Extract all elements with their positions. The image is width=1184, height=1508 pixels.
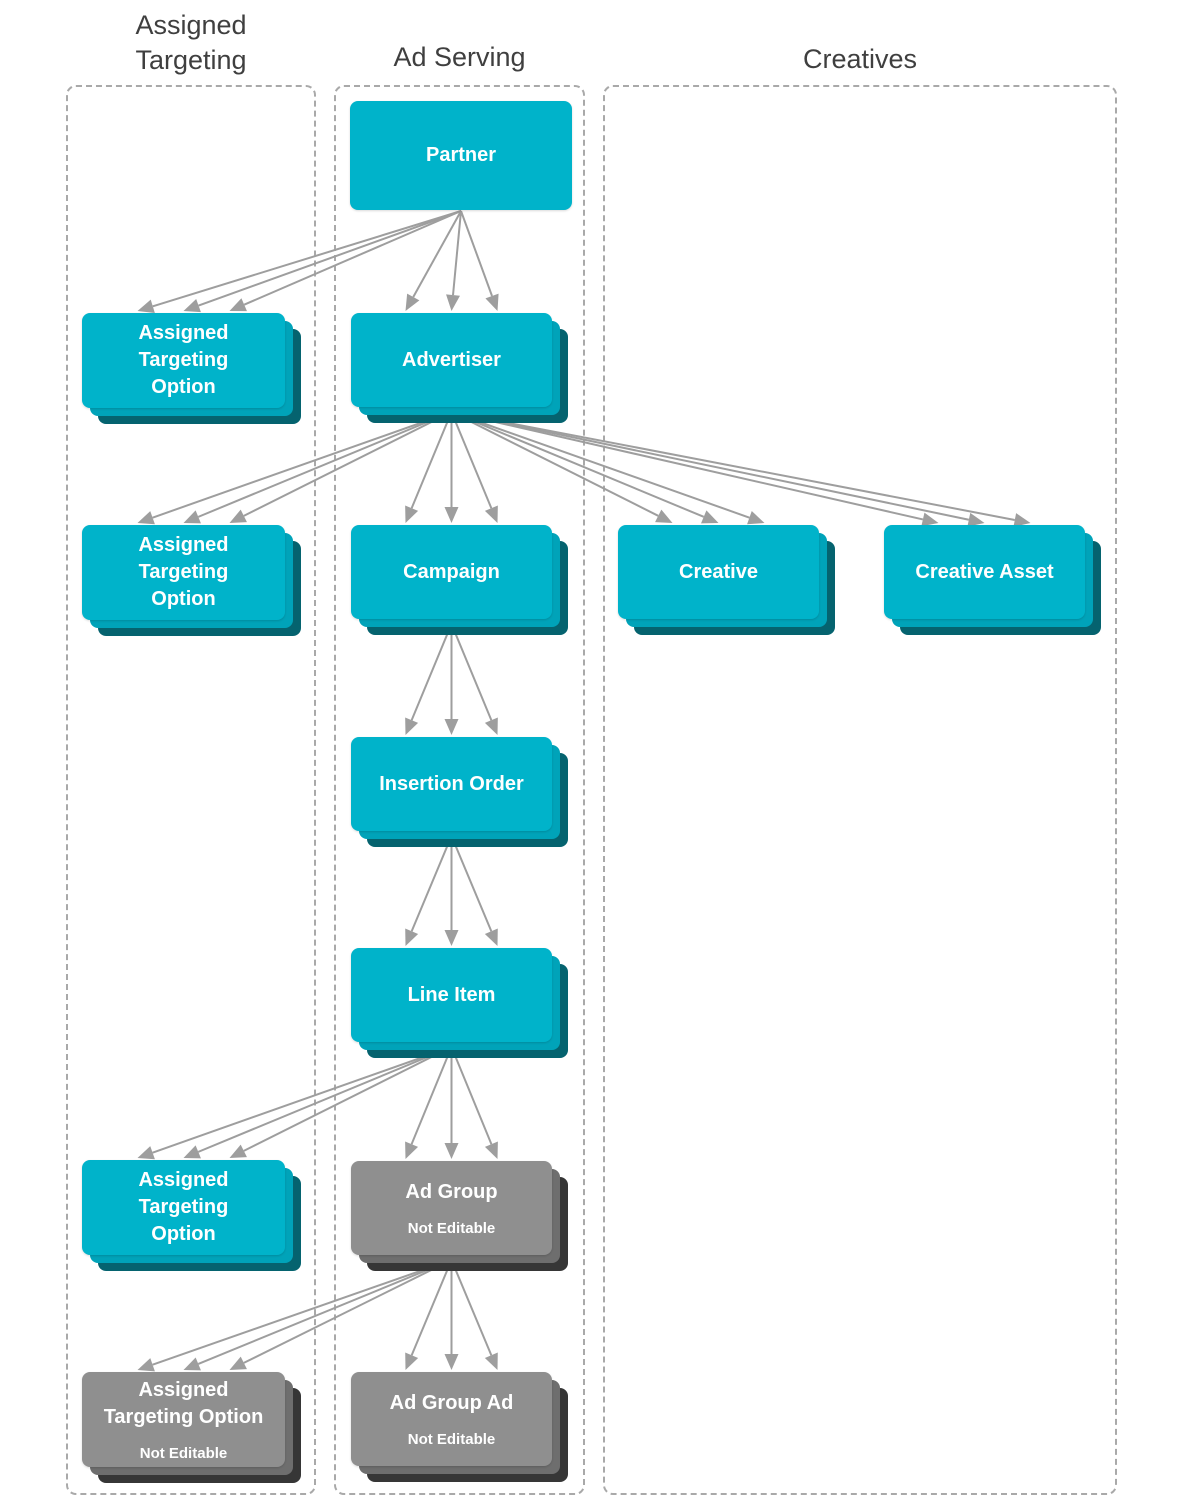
edge-line	[450, 623, 493, 721]
edge-arrowhead	[183, 510, 201, 524]
edge-arrowhead	[484, 928, 498, 946]
column-title-assigned-targeting: Assigned Targeting	[135, 10, 247, 75]
edge-line	[451, 411, 924, 521]
edge-line	[243, 1259, 452, 1364]
edge-line	[197, 1046, 452, 1153]
edge-line	[152, 1046, 452, 1154]
edge-arrowhead	[405, 1352, 419, 1370]
edge-arrowhead	[229, 1356, 247, 1370]
edge-arrowhead	[405, 928, 419, 946]
column-creatives	[603, 85, 1117, 1495]
column-ad-serving	[334, 85, 585, 1495]
edge-arrowhead	[484, 1352, 498, 1370]
edge-line	[460, 210, 493, 297]
edge-line	[450, 835, 493, 932]
edge-line	[410, 1046, 453, 1145]
edge-arrowhead	[183, 298, 201, 313]
edge-arrowhead	[405, 717, 419, 735]
edge-arrowhead	[701, 510, 719, 524]
edge-arrowhead	[444, 930, 459, 946]
edge-arrowhead	[137, 1358, 155, 1372]
edge-line	[450, 1046, 493, 1145]
edge-arrowhead	[405, 1141, 419, 1159]
edge-line	[450, 411, 493, 509]
edge-arrowhead	[229, 298, 247, 312]
edge-line	[451, 411, 659, 517]
edge-arrowhead	[137, 299, 155, 313]
edge-line	[412, 210, 462, 298]
edge-line	[152, 1259, 452, 1366]
edge-line	[410, 835, 453, 932]
edge-arrowhead	[485, 293, 499, 311]
edge-line	[152, 411, 452, 519]
edge-line	[152, 210, 462, 308]
edge-arrowhead	[405, 505, 419, 523]
edge-arrowhead	[747, 511, 765, 525]
edge-line	[451, 411, 970, 521]
edge-line	[451, 411, 1015, 521]
edge-arrowhead	[137, 511, 155, 525]
edge-line	[243, 411, 452, 517]
edge-arrowhead	[137, 1146, 155, 1160]
edge-arrowhead	[183, 1145, 201, 1159]
edge-arrowhead	[655, 509, 673, 523]
edge-line	[197, 411, 452, 518]
edge-arrowhead	[229, 1144, 247, 1158]
edge-line	[197, 1259, 452, 1365]
edge-arrowhead	[484, 717, 498, 735]
edge-line	[410, 411, 453, 509]
edge-line	[198, 210, 462, 307]
edge-arrowhead	[444, 1143, 459, 1159]
edge-arrowhead	[405, 293, 420, 311]
edge-line	[410, 1259, 453, 1356]
edge-line	[451, 411, 750, 519]
edge-arrowhead	[444, 1354, 459, 1370]
edge-line	[243, 1046, 452, 1152]
column-title-creatives: Creatives	[802, 44, 918, 74]
edge-arrowhead	[229, 509, 247, 523]
edge-arrowhead	[444, 507, 459, 523]
edge-line	[452, 210, 462, 296]
edge-arrowhead	[444, 719, 459, 735]
edge-line	[450, 1259, 493, 1356]
edge-arrowhead	[921, 512, 939, 527]
edge-arrowhead	[183, 1357, 201, 1371]
edge-line	[451, 411, 705, 518]
edge-line	[243, 210, 462, 306]
edge-arrowhead	[967, 512, 985, 527]
edge-arrowhead	[1013, 513, 1031, 527]
edge-arrowhead	[446, 294, 460, 311]
edge-arrowhead	[484, 505, 498, 523]
column-title-ad-serving: Ad Serving	[393, 42, 526, 72]
column-assigned-targeting	[66, 85, 316, 1495]
edge-arrowhead	[484, 1141, 498, 1159]
edge-line	[410, 623, 453, 721]
